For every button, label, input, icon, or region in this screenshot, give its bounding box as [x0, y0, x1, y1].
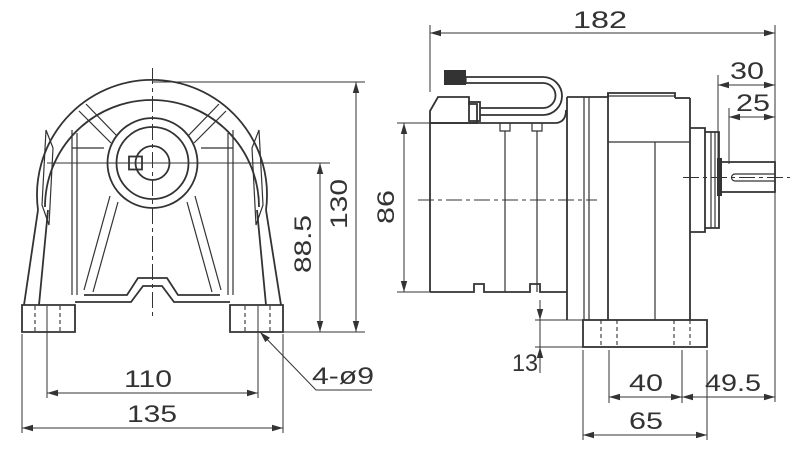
- dim-base-plate-height: 13: [512, 300, 544, 377]
- arrowhead: [682, 393, 693, 401]
- dim-hole-to-shaft-end-label: 49.5: [705, 370, 761, 397]
- arrowhead: [352, 82, 360, 93]
- dim-holes-callout: 4-ø9: [259, 331, 374, 391]
- arrowhead: [764, 29, 775, 37]
- dim-holes-callout-label: 4-ø9: [312, 363, 374, 390]
- dim-base-length-label: 65: [629, 408, 663, 435]
- arrowhead: [764, 393, 775, 401]
- arrowhead: [536, 347, 544, 358]
- cable-gland: [468, 101, 481, 122]
- bearing-plate: [705, 131, 720, 229]
- terminal-box: [429, 96, 478, 124]
- arrowhead: [718, 81, 729, 89]
- ribs: [41, 103, 264, 295]
- arrowhead: [671, 393, 682, 401]
- arrowhead: [247, 389, 258, 397]
- dim-total-length: 182: [430, 7, 775, 37]
- dim-hole-to-shaft-end: 49.5: [682, 370, 775, 401]
- dim-base-width-label: 135: [127, 401, 177, 428]
- dim-hole-pitch-side-label: 40: [629, 370, 663, 397]
- arrowhead: [536, 309, 544, 320]
- arrowhead: [316, 163, 324, 174]
- right-leg-slot: [251, 129, 264, 226]
- arrowhead: [764, 81, 775, 89]
- dim-hole-pitch-front: 110: [47, 366, 258, 397]
- dim-shaft-extension: 30: [718, 58, 775, 89]
- dim-shaft-extension-label: 30: [730, 58, 764, 85]
- dim-total-height-label: 130: [326, 179, 353, 229]
- gear-housing: [566, 92, 691, 320]
- side-view: [418, 70, 790, 348]
- arrowhead: [316, 321, 324, 332]
- left-leg-outer: [23, 209, 39, 306]
- arrowhead: [272, 424, 283, 432]
- motor-body-top: [430, 109, 567, 124]
- dim-motor-height-label: 86: [373, 190, 400, 224]
- cable-end-plug: [444, 70, 466, 85]
- arrowhead: [430, 29, 441, 37]
- motor-body-bottom: [430, 283, 567, 293]
- arrowhead: [260, 332, 270, 343]
- base-plate: [582, 319, 708, 348]
- arrowhead: [22, 424, 33, 432]
- dim-total-height: 130: [326, 82, 360, 332]
- foot-hole-lines: [34, 306, 271, 398]
- arrowhead: [400, 281, 408, 292]
- arrowhead: [729, 113, 740, 121]
- dim-base-length: 65: [583, 408, 707, 439]
- dim-center-height: 88.5: [290, 163, 324, 332]
- right-leg-outer: [265, 209, 282, 306]
- dim-center-height-label: 88.5: [290, 215, 317, 273]
- dim-motor-height: 86: [373, 123, 408, 292]
- dim-key-length: 25: [729, 90, 775, 121]
- arrowhead: [47, 389, 58, 397]
- dim-total-length-label: 182: [573, 7, 627, 34]
- arrowhead: [764, 113, 775, 121]
- right-leg-inner: [256, 209, 267, 306]
- arrowhead: [352, 321, 360, 332]
- arrowhead: [609, 393, 620, 401]
- arrowhead: [696, 431, 707, 439]
- power-cable-inner: [466, 82, 557, 109]
- dimensions: 130 88.5 110 135 4-ø9: [21, 7, 776, 440]
- left-foot: [21, 304, 76, 333]
- left-leg-inner: [38, 209, 49, 306]
- arrowhead: [583, 431, 594, 439]
- dim-key-length-label: 25: [736, 90, 770, 117]
- base-hole-lines: [600, 320, 691, 347]
- output-section: [690, 127, 776, 233]
- dim-hole-pitch-front-label: 110: [124, 366, 172, 393]
- left-leg-slot: [41, 129, 54, 226]
- front-view: [21, 68, 330, 398]
- dim-base-width: 135: [22, 401, 283, 432]
- extension-lines: [21, 25, 776, 440]
- dim-base-plate-height-label: 13: [512, 350, 538, 377]
- right-foot: [229, 304, 284, 333]
- power-cable-outer: [466, 76, 563, 116]
- arrowhead: [400, 123, 408, 134]
- dim-hole-pitch-side: 40: [609, 370, 682, 401]
